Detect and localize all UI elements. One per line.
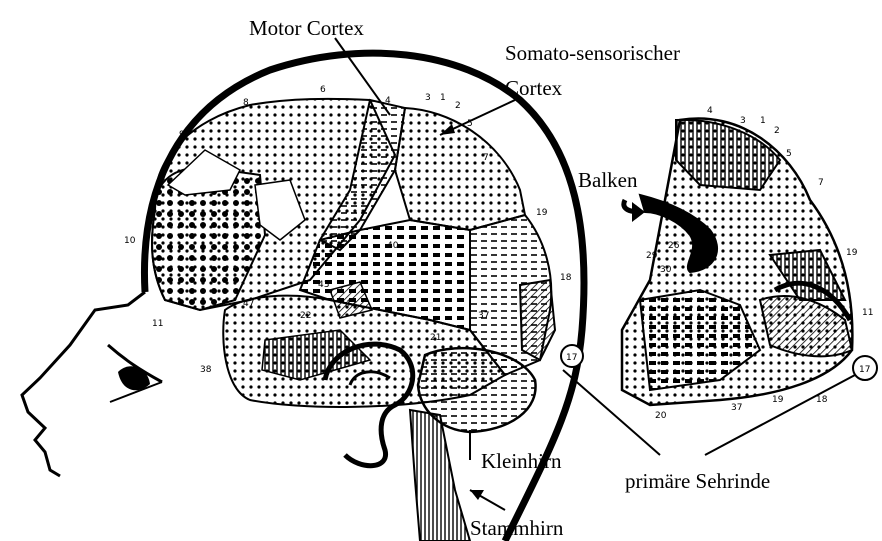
area-11: 11	[152, 319, 163, 329]
primary-visual-cortex-label: primäre Sehrinde	[625, 469, 770, 493]
medial-area-20: 20	[655, 411, 667, 421]
area-3: 3	[425, 93, 431, 103]
area-22: 22	[300, 311, 311, 321]
area-1: 1	[440, 93, 446, 103]
area-9: 9	[179, 130, 185, 140]
area-6: 6	[320, 85, 326, 95]
medial-area-37: 37	[731, 403, 742, 413]
somato-sensory-label-line1: Somato-sensorischer	[505, 41, 680, 65]
medial-area-1: 1	[760, 116, 766, 126]
balken-label: Balken	[578, 168, 638, 192]
area-4: 4	[385, 96, 391, 106]
area-21: 21	[430, 333, 441, 343]
somato-sensory-label-line2: Cortex	[505, 76, 563, 100]
stammhirn-label: Stammhirn	[470, 516, 564, 540]
medial-area-19: 19	[846, 248, 858, 258]
medial-area-19b: 19	[772, 395, 784, 405]
area-38: 38	[200, 365, 212, 375]
area-17: 17	[566, 353, 577, 363]
medial-area-17: 17	[859, 365, 870, 375]
eye-icon	[108, 345, 162, 402]
area-19: 19	[536, 208, 548, 218]
area-37: 37	[478, 311, 489, 321]
medial-area-4: 4	[707, 106, 713, 116]
area-47: 47	[243, 299, 254, 309]
area-18: 18	[560, 273, 572, 283]
medial-area-26: 26	[668, 241, 680, 251]
motor-cortex-label: Motor Cortex	[249, 16, 364, 40]
medial-area-29: 29	[646, 251, 658, 261]
kleinhirn-label: Kleinhirn	[481, 449, 562, 473]
medial-area-11: 11	[862, 308, 873, 318]
medial-area-7: 7	[818, 178, 824, 188]
area-2: 2	[455, 101, 461, 111]
medial-area-2: 2	[774, 126, 780, 136]
area-42: 42	[345, 299, 356, 309]
lateral-brain	[152, 99, 555, 541]
medial-area-30: 30	[660, 265, 672, 275]
area-7: 7	[483, 153, 489, 163]
medial-area-18: 18	[816, 395, 828, 405]
area-40: 40	[387, 241, 399, 251]
area-8: 8	[243, 98, 249, 108]
area-10: 10	[124, 236, 136, 246]
area-43: 43	[318, 280, 329, 290]
medial-area-5: 5	[786, 149, 792, 159]
medial-brain	[622, 118, 852, 405]
medial-area-3: 3	[740, 116, 746, 126]
